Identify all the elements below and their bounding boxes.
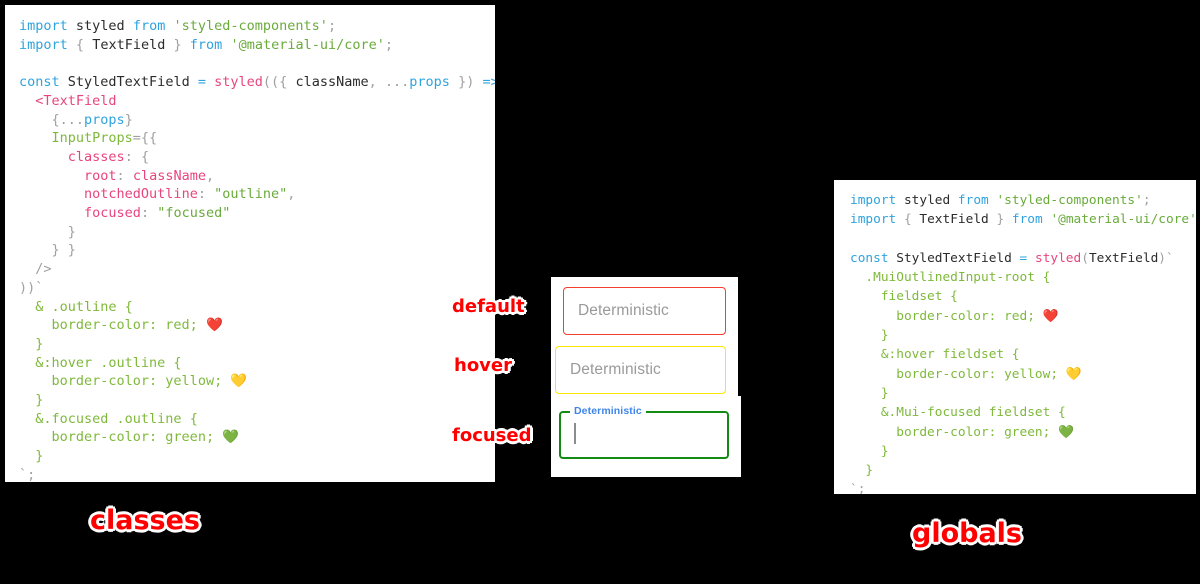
caption-globals: globals [912, 518, 1023, 549]
code-line: } [880, 443, 889, 459]
demo-card-focused: Deterministic [551, 396, 741, 477]
code-line: const StyledTextField = styled(({ classN… [19, 74, 495, 91]
code-line: &.focused .outline { [35, 410, 198, 427]
code-line: import { TextField } from '@material-ui/… [850, 212, 1196, 228]
classes-code-body: import styled from 'styled-components'; i… [5, 5, 495, 482]
code-line: } [67, 223, 76, 240]
code-line: & .outline { [35, 298, 133, 315]
globals-code-body: import styled from 'styled-components'; i… [834, 180, 1196, 494]
code-line: `; [19, 466, 36, 482]
annotation-focused: focused [452, 425, 532, 446]
textfield-focused-label: Deterministic [570, 405, 646, 417]
code-line: border-color: yellow; 💛 [896, 366, 1082, 382]
code-line: } } [51, 242, 76, 259]
caption-classes: classes [90, 505, 201, 536]
annotation-default: default [452, 296, 525, 317]
code-line: } [35, 335, 44, 352]
globals-code-panel: import styled from 'styled-components'; i… [834, 180, 1196, 494]
textfield-focused[interactable]: Deterministic [559, 405, 729, 459]
code-line: border-color: yellow; 💛 [51, 373, 248, 390]
code-line: focused: "focused" [84, 205, 231, 222]
demo-card-default-hover: Deterministic Deterministic [551, 277, 738, 396]
code-line: fieldset { [880, 289, 958, 305]
code-line: border-color: green; 💚 [896, 424, 1074, 440]
code-line: const StyledTextField = styled(TextField… [850, 250, 1174, 266]
code-line: import styled from 'styled-components'; [19, 18, 337, 34]
code-line: } [880, 328, 889, 344]
code-line: .MuiOutlinedInput-root { [865, 270, 1051, 286]
code-line: `; [850, 482, 866, 494]
code-line: } [35, 448, 44, 465]
code-line [850, 230, 1196, 249]
textfield-hover[interactable]: Deterministic [555, 346, 726, 394]
annotation-hover: hover [454, 355, 512, 376]
code-line: /> [35, 261, 52, 278]
textfield-default[interactable]: Deterministic [563, 287, 726, 335]
code-line: &:hover .outline { [35, 354, 182, 371]
code-line: InputProps={{ [51, 130, 158, 147]
code-line: border-color: red; ❤️ [51, 317, 223, 334]
code-line: notchedOutline: "outline", [84, 186, 296, 203]
code-line: &:hover fieldset { [880, 347, 1020, 363]
code-line: &.Mui-focused fieldset { [880, 405, 1066, 421]
code-line: border-color: red; ❤️ [896, 308, 1059, 324]
code-line: <TextField [35, 92, 117, 109]
code-line: } [35, 392, 44, 409]
code-line: {...props} [51, 111, 133, 128]
code-line: } [880, 385, 889, 401]
code-line: import styled from 'styled-components'; [850, 193, 1151, 208]
code-line: } [865, 463, 874, 479]
text-caret [574, 423, 576, 444]
code-line [19, 54, 495, 73]
textfield-default-placeholder: Deterministic [578, 302, 669, 319]
code-line: border-color: green; 💚 [51, 429, 240, 446]
code-line: ))` [19, 279, 44, 296]
code-line: import { TextField } from '@material-ui/… [19, 36, 394, 53]
code-line: classes: { [67, 148, 150, 165]
classes-code-panel: import styled from 'styled-components'; i… [5, 5, 495, 482]
code-line: root: className, [84, 167, 215, 184]
textfield-hover-placeholder: Deterministic [570, 361, 661, 378]
